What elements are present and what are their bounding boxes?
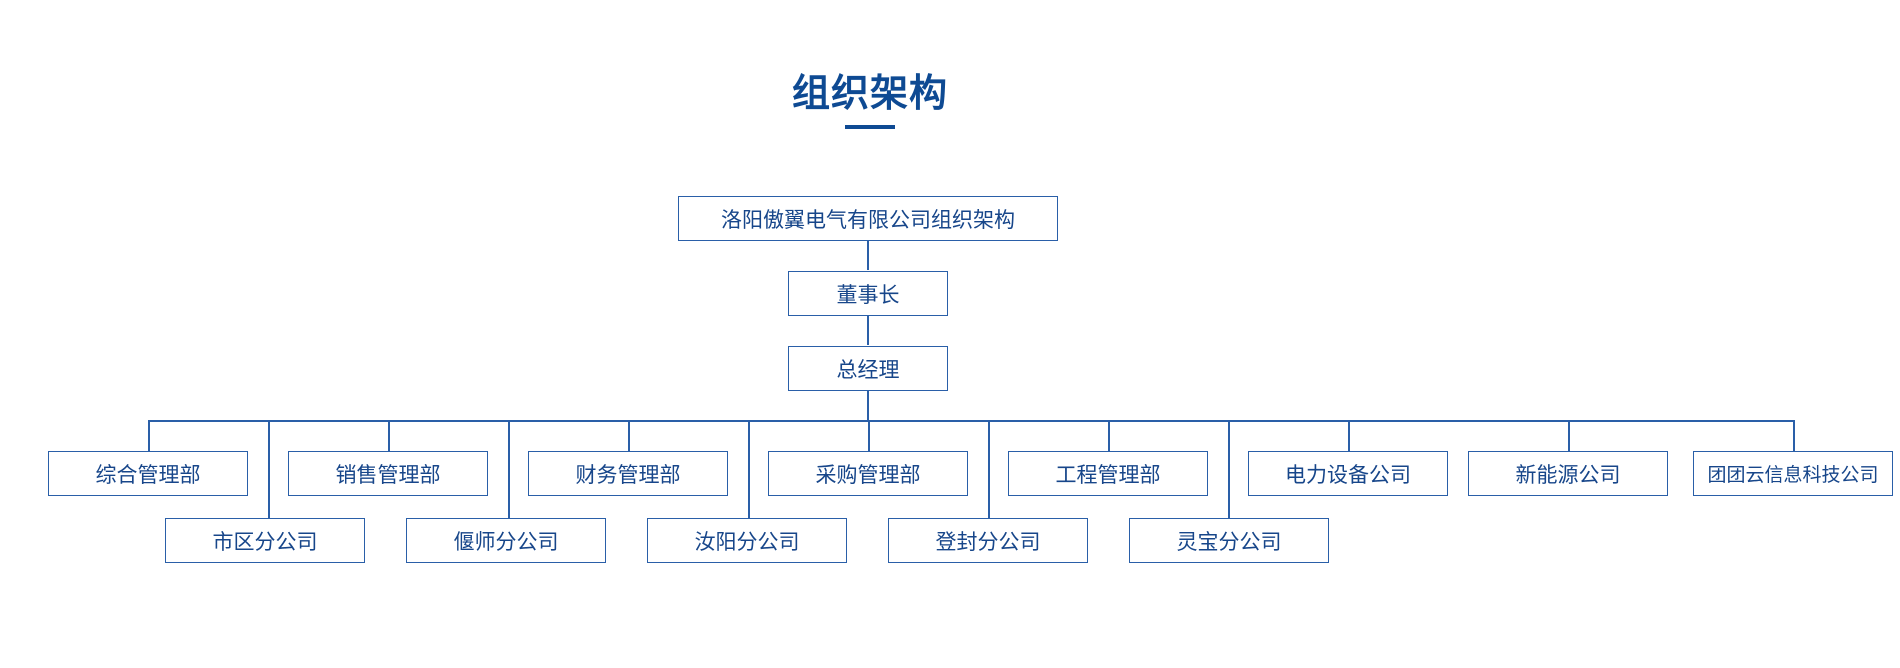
connector-drop-dept-3 <box>628 420 630 452</box>
node-sub-new-energy: 新能源公司 <box>1468 451 1668 496</box>
connector-drop-dept-2 <box>388 420 390 452</box>
node-branch-ruyang: 汝阳分公司 <box>647 518 847 563</box>
node-sub-power-equipment: 电力设备公司 <box>1248 451 1448 496</box>
node-branch-dengfeng: 登封分公司 <box>888 518 1088 563</box>
title-underline <box>845 125 895 129</box>
node-branch-lingbao: 灵宝分公司 <box>1129 518 1329 563</box>
connector-drop-branch-5 <box>1228 420 1230 519</box>
connector-drop-branch-4 <box>988 420 990 519</box>
connector-drop-branch-3 <box>748 420 750 519</box>
node-branch-yanshi: 偃师分公司 <box>406 518 606 563</box>
connector-drop-dept-1 <box>148 420 150 452</box>
page-title: 组织架构 <box>791 71 948 115</box>
node-chairman: 董事长 <box>788 271 948 316</box>
node-company-root: 洛阳傲翼电气有限公司组织架构 <box>678 196 1058 241</box>
connector-drop-sub-3 <box>1793 420 1795 452</box>
node-general-manager: 总经理 <box>788 346 948 391</box>
node-branch-city: 市区分公司 <box>165 518 365 563</box>
connector-root-chairman <box>867 240 869 270</box>
node-dept-sales: 销售管理部 <box>288 451 488 496</box>
node-dept-purchasing: 采购管理部 <box>768 451 968 496</box>
connector-drop-branch-2 <box>508 420 510 519</box>
node-dept-comprehensive: 综合管理部 <box>48 451 248 496</box>
node-sub-tuantuanyun: 团团云信息科技公司 <box>1693 451 1893 496</box>
node-dept-engineering: 工程管理部 <box>1008 451 1208 496</box>
connector-drop-dept-4 <box>868 420 870 452</box>
connector-drop-dept-5 <box>1108 420 1110 452</box>
connector-gm-bus <box>867 390 869 421</box>
connector-drop-branch-1 <box>268 420 270 519</box>
connector-drop-sub-1 <box>1348 420 1350 452</box>
connector-main-bus <box>148 420 1793 422</box>
connector-drop-sub-2 <box>1568 420 1570 452</box>
connector-chairman-gm <box>867 315 869 345</box>
node-dept-finance: 财务管理部 <box>528 451 728 496</box>
